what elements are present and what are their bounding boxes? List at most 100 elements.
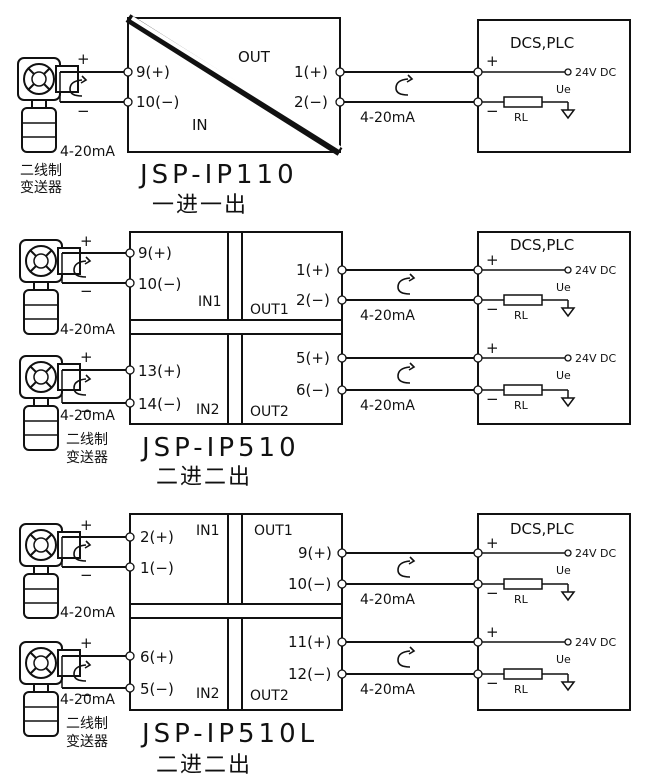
plus-sign: + (80, 634, 93, 652)
minus-sign: − (486, 102, 499, 120)
signal-label: 4-20mA (360, 308, 415, 324)
dcs-plc-box (477, 513, 631, 711)
ue-label: Ue (556, 564, 571, 577)
isolation-divider (125, 14, 343, 156)
diagram-jsp-ip510l: + − 4-20mA + − 4-20mA 二线制 变送器 2(+) 1(−) … (19, 513, 631, 778)
signal-label: 4-20mA (360, 682, 415, 698)
supply-terminal (564, 68, 572, 76)
terminal-out-minus (335, 97, 345, 107)
terminal-out-plus (335, 67, 345, 77)
current-loop-arrow-icon (397, 646, 415, 668)
terminal-label-out-plus: 1(+) (294, 63, 328, 81)
rl-label: RL (514, 399, 529, 412)
resistor-rl (503, 578, 543, 590)
transmitter-label-line2: 变送器 (66, 450, 108, 466)
out2-label: OUT2 (250, 688, 289, 704)
dcs-plc-label: DCS,PLC (510, 236, 574, 254)
ue-label: Ue (556, 653, 571, 666)
rl-label: RL (514, 309, 529, 322)
minus-sign: − (80, 566, 93, 584)
dcs-plc-label: DCS,PLC (510, 34, 574, 52)
terminal-label: 6(+) (140, 648, 174, 666)
plus-sign: + (77, 50, 90, 68)
model-title: JSP-IP110 (138, 160, 298, 190)
ue-label: Ue (556, 369, 571, 382)
in1-label: IN1 (196, 523, 220, 539)
plus-sign: + (486, 339, 499, 357)
dcs-plc-box (477, 19, 631, 153)
dcs-plc-label: DCS,PLC (510, 520, 574, 538)
resistor-rl (503, 294, 543, 306)
transmitter-label-line2: 变送器 (66, 734, 108, 750)
minus-sign: − (486, 584, 499, 602)
model-description: 一进一出 (152, 193, 248, 218)
model-title: JSP-IP510L (140, 719, 318, 749)
terminal-label: 10(−) (138, 275, 181, 293)
signal-label: 4-20mA (60, 144, 115, 160)
terminal-label: 11(+) (288, 633, 331, 651)
out1-label: OUT1 (250, 302, 289, 318)
terminal-in-minus (123, 97, 133, 107)
terminal-label-out-minus: 2(−) (294, 93, 328, 111)
terminal-label: 1(−) (140, 559, 174, 577)
minus-sign: − (77, 102, 90, 120)
signal-label: 4-20mA (360, 398, 415, 414)
supply-label: 24V DC (575, 352, 616, 365)
transmitter-label-line1: 二线制 (66, 432, 108, 448)
model-title: JSP-IP510 (140, 433, 300, 463)
model-description: 二进二出 (156, 465, 252, 490)
terminal-label-in-plus: 9(+) (136, 63, 170, 81)
plus-sign: + (80, 232, 93, 250)
current-loop-arrow-icon (395, 74, 413, 96)
transmitter-label-line1: 二线制 (20, 163, 62, 179)
diagram-jsp-ip110: + − 4-20mA 二线制 变送器 OUT IN 9(+) 10(−) 1(+… (17, 14, 631, 218)
minus-sign: − (80, 402, 93, 420)
model-description: 二进二出 (156, 753, 252, 778)
terminal-label: 1(+) (296, 261, 330, 279)
terminal-label: 9(+) (298, 544, 332, 562)
signal-label: 4-20mA (360, 110, 415, 126)
out2-label: OUT2 (250, 404, 289, 420)
transmitter-label-line2: 变送器 (20, 180, 62, 196)
supply-label: 24V DC (575, 547, 616, 560)
current-loop-arrow-icon (397, 362, 415, 384)
in2-label: IN2 (196, 402, 220, 418)
signal-label: 4-20mA (60, 605, 115, 621)
signal-label: 4-20mA (60, 692, 115, 708)
transmitter-icon (19, 523, 81, 619)
transmitter-icon (19, 239, 81, 335)
minus-sign: − (486, 300, 499, 318)
minus-sign: − (486, 674, 499, 692)
rl-label: RL (514, 593, 529, 606)
plus-sign: + (80, 348, 93, 366)
rl-label: RL (514, 683, 529, 696)
terminal-label: 9(+) (138, 244, 172, 262)
diagram-jsp-ip510: + − 4-20mA + − 4-20mA 二线制 变送器 9(+) 10(−)… (19, 231, 631, 490)
signal-label: 4-20mA (60, 408, 115, 424)
plus-sign: + (80, 516, 93, 534)
out-label: OUT (238, 48, 271, 66)
signal-label: 4-20mA (360, 592, 415, 608)
current-loop-arrow-icon (397, 273, 415, 295)
terminal-label: 5(−) (140, 680, 174, 698)
supply-label: 24V DC (575, 66, 616, 79)
in2-label: IN2 (196, 686, 220, 702)
resistor-rl (503, 384, 543, 396)
terminal-label: 14(−) (138, 395, 181, 413)
terminal-label: 6(−) (296, 381, 330, 399)
terminal-label: 2(−) (296, 291, 330, 309)
minus-sign: − (80, 282, 93, 300)
terminal-label-in-minus: 10(−) (136, 93, 179, 111)
resistor-rl (503, 96, 543, 108)
terminal-label: 12(−) (288, 665, 331, 683)
terminal-in-plus (123, 67, 133, 77)
resistor-rl (503, 668, 543, 680)
minus-sign: − (486, 390, 499, 408)
supply-label: 24V DC (575, 264, 616, 277)
terminal-label: 5(+) (296, 349, 330, 367)
plus-sign: + (486, 52, 499, 70)
plus-sign: + (486, 251, 499, 269)
terminal-label: 2(+) (140, 528, 174, 546)
ue-label: Ue (556, 281, 571, 294)
